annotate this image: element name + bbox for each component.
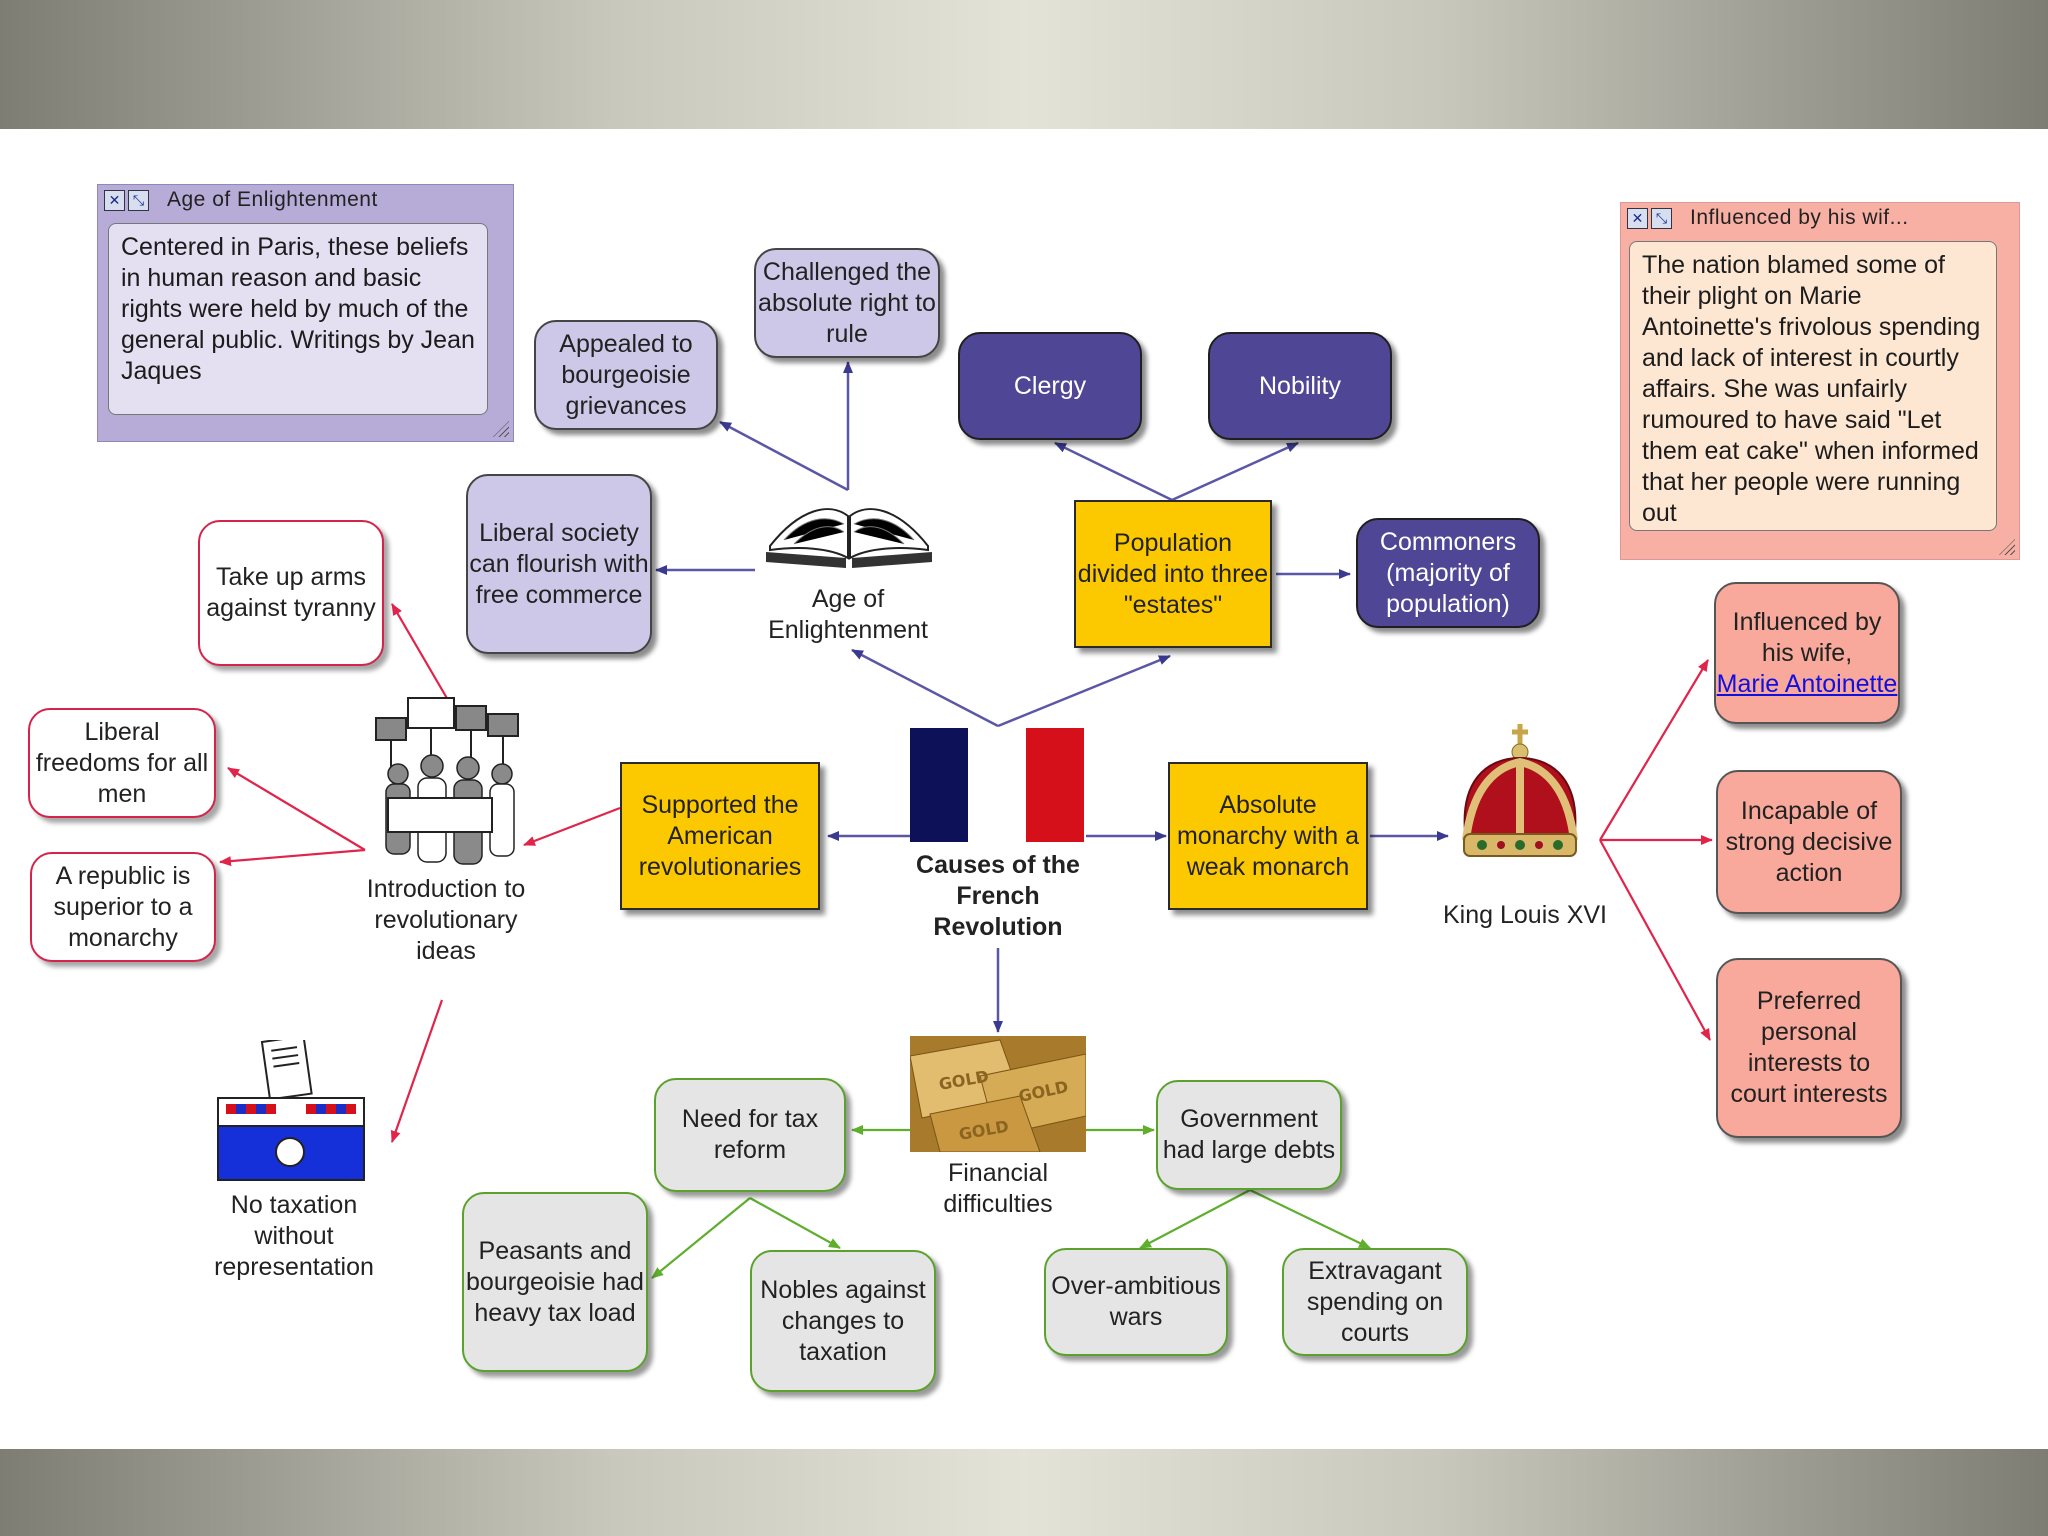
resize-grip-icon[interactable] [1999,539,2015,555]
note-influenced-by-wife[interactable]: ✕ ⤡ Influenced by his wif... The nation … [1620,202,2020,560]
node-need-tax[interactable]: Need for tax reform [654,1078,846,1192]
node-age-of-enlightenment[interactable]: Age of Enlightenment [768,585,928,644]
node-republic[interactable]: A republic is superior to a monarchy [30,852,216,962]
gold-bars-icon: GOLD GOLD GOLD [910,1036,1086,1152]
note-title: Influenced by his wif... [1690,206,1909,229]
node-nobles[interactable]: Nobles against changes to taxation [750,1250,936,1392]
node-center-title[interactable]: Causes of the French Revolution [916,851,1080,941]
expand-icon[interactable]: ⤡ [128,189,149,211]
node-no-taxation[interactable]: No taxation without representation [214,1191,374,1281]
protest-crowd-icon [375,697,519,865]
node-financial[interactable]: Financial difficulties [943,1159,1053,1218]
node-liberal-freedoms[interactable]: Liberal freedoms for all men [28,708,216,818]
flag-white-band [968,728,1026,842]
node-appealed[interactable]: Appealed to bourgeoisie grievances [534,320,718,430]
node-king[interactable]: King Louis XVI [1443,901,1607,929]
node-extravagant[interactable]: Extravagant spending on courts [1282,1248,1468,1356]
close-icon[interactable]: ✕ [1627,207,1648,229]
close-icon[interactable]: ✕ [104,189,125,211]
ballot-box-icon [217,1040,365,1181]
french-flag-icon [910,728,1084,842]
resize-grip-icon[interactable] [493,421,509,437]
node-government[interactable]: Government had large debts [1156,1080,1342,1190]
node-take-up-arms[interactable]: Take up arms against tyranny [198,520,384,666]
note-body: The nation blamed some of their plight o… [1629,241,1997,531]
node-challenged[interactable]: Challenged the absolute right to rule [754,248,940,358]
crown-icon [1462,724,1578,857]
node-influenced-by-wife[interactable]: Influenced by his wife, Marie Antoinette [1714,582,1900,724]
note-age-of-enlightenment[interactable]: ✕ ⤡ Age of Enlightenment Centered in Par… [97,184,514,442]
node-population[interactable]: Population divided into three "estates" [1074,500,1272,648]
node-supported[interactable]: Supported the American revolutionaries [620,762,820,910]
node-commoners[interactable]: Commoners (majority of population) [1356,518,1540,628]
node-preferred[interactable]: Preferred personal interests to court in… [1716,958,1902,1138]
open-book-icon [766,508,932,568]
node-over-ambitious[interactable]: Over-ambitious wars [1044,1248,1228,1356]
expand-icon[interactable]: ⤡ [1651,207,1672,229]
node-peasants[interactable]: Peasants and bourgeoisie had heavy tax l… [462,1192,648,1372]
node-introduction[interactable]: Introduction to revolutionary ideas [366,875,526,965]
node-absolute[interactable]: Absolute monarchy with a weak monarch [1168,762,1368,910]
note-body: Centered in Paris, these beliefs in huma… [108,223,488,415]
note-title: Age of Enlightenment [167,188,378,211]
node-liberal-society[interactable]: Liberal society can flourish with free c… [466,474,652,654]
node-nobility[interactable]: Nobility [1208,332,1392,440]
node-clergy[interactable]: Clergy [958,332,1142,440]
flag-blue-band [910,728,968,842]
node-incapable[interactable]: Incapable of strong decisive action [1716,770,1902,914]
node-influenced-text: Influenced by his wife, Marie Antoinette [1716,607,1898,700]
flag-red-band [1026,728,1084,842]
influenced-prefix: Influenced by his wife, [1732,607,1882,667]
marie-antoinette-link[interactable]: Marie Antoinette [1716,669,1898,698]
